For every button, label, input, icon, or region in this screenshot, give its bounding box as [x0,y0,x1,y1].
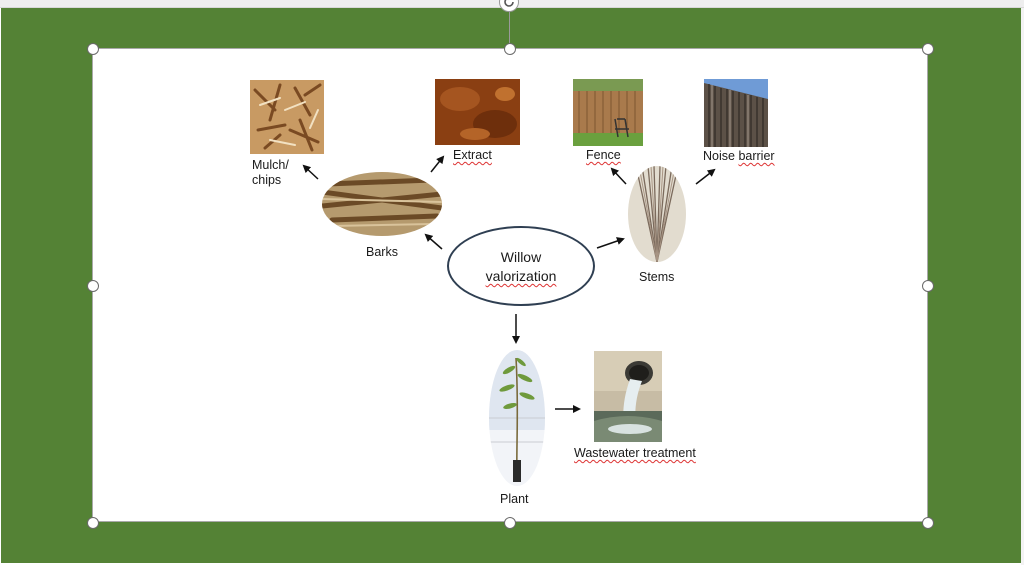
extract-label: Extract [453,148,492,162]
center-line-1: Willow [500,249,542,265]
fence-image [573,79,643,146]
resize-handle-right[interactable] [922,280,934,292]
mulch-chips-label: Mulch/ chips [252,158,289,187]
barks-image [322,172,442,236]
noise-barrier-image [704,79,768,147]
stems-image [628,166,686,262]
center-line-2: valorization [485,268,557,284]
extract-image [435,79,520,145]
wastewater-treatment-label: Wastewater treatment [574,446,696,460]
barks-label: Barks [366,245,398,259]
scrollbar-edge [1021,8,1024,565]
noise-barrier-label: Noise barrier [703,149,775,164]
resize-handle-top-right[interactable] [922,43,934,55]
arrow-to-stems [596,237,625,249]
stems-label: Stems [639,270,675,284]
resize-handle-left[interactable] [87,280,99,292]
arrow-to-fence [610,167,627,185]
noise-word: Noise [703,149,735,163]
rotate-arrow-icon [504,0,514,7]
arrow-to-mulch [302,164,319,180]
resize-handle-bottom[interactable] [504,517,516,529]
resize-handle-top[interactable] [504,43,516,55]
willow-valorization-node: Willow valorization [447,226,595,306]
arrow-to-noise-barrier [695,168,716,185]
arrow-to-extract [430,155,445,173]
wastewater-image [594,351,662,442]
rotate-connector [509,9,510,49]
plant-label: Plant [500,492,529,506]
resize-handle-top-left[interactable] [87,43,99,55]
barrier-word: barrier [738,149,775,163]
mulch-chips-image [250,80,324,154]
resize-handle-bottom-right[interactable] [922,517,934,529]
resize-handle-bottom-left[interactable] [87,517,99,529]
arrow-to-barks [424,233,443,250]
plant-image [489,350,545,486]
fence-label: Fence [586,148,621,162]
willow-valorization-label: Willow valorization [449,248,593,286]
